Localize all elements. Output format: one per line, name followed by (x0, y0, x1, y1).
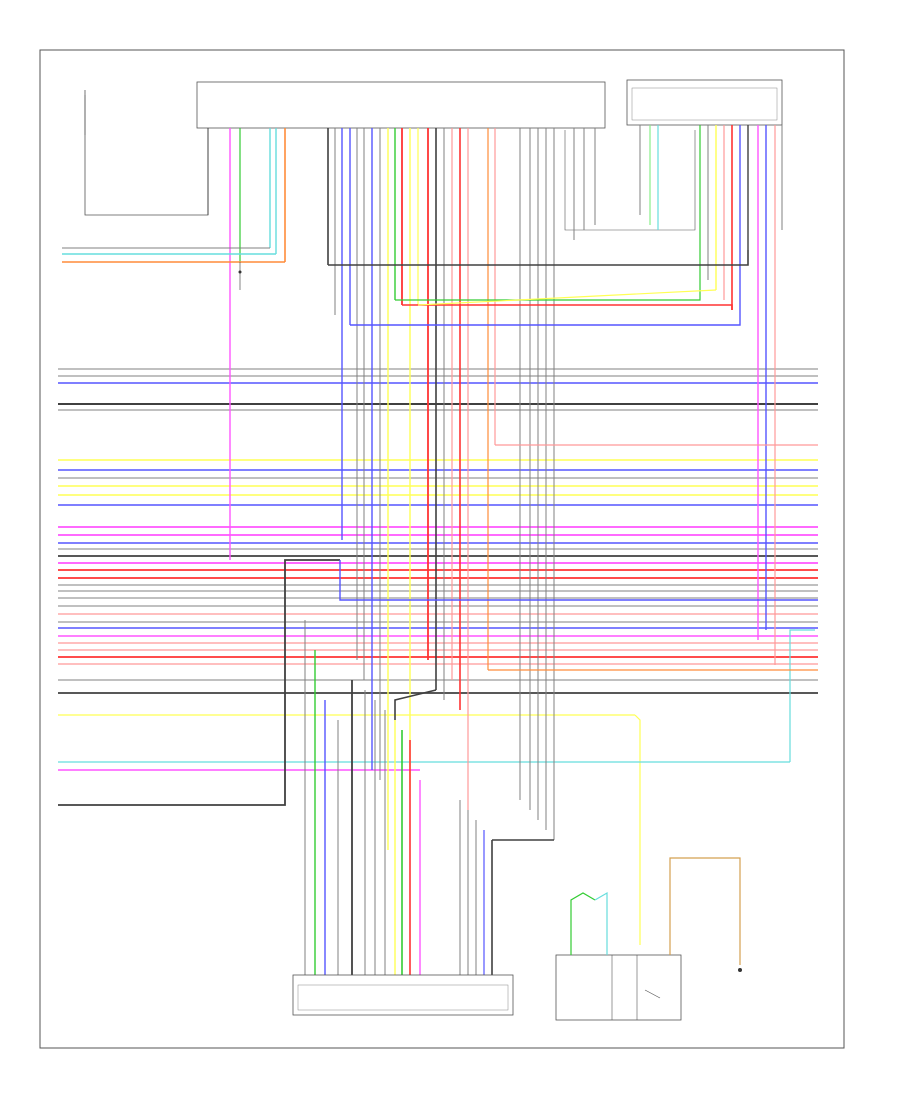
top-right-module (564, 79, 783, 231)
top-left-wires (62, 247, 285, 290)
top-left-module (84, 90, 209, 216)
bottom-right-ground (669, 857, 742, 972)
lower-wire-darkgray (58, 559, 340, 806)
vertical-wires (207, 125, 818, 975)
lower-wire-lightblue-rise (789, 629, 815, 762)
top-bus-green (395, 270, 701, 301)
bus-wires (58, 368, 818, 945)
top-center-connector (196, 81, 606, 129)
top-bus-darkgray (328, 250, 749, 266)
link-3 (339, 560, 818, 601)
bottom-center-module (292, 974, 514, 1016)
link-1 (394, 689, 437, 720)
lower-wire-yellow-drop (634, 714, 641, 945)
relay-component (555, 891, 682, 1021)
top-bus-blue (350, 320, 741, 326)
top-bus-red (402, 304, 733, 310)
diagram-frame (39, 49, 845, 1049)
top-bus-yellow (417, 289, 717, 306)
